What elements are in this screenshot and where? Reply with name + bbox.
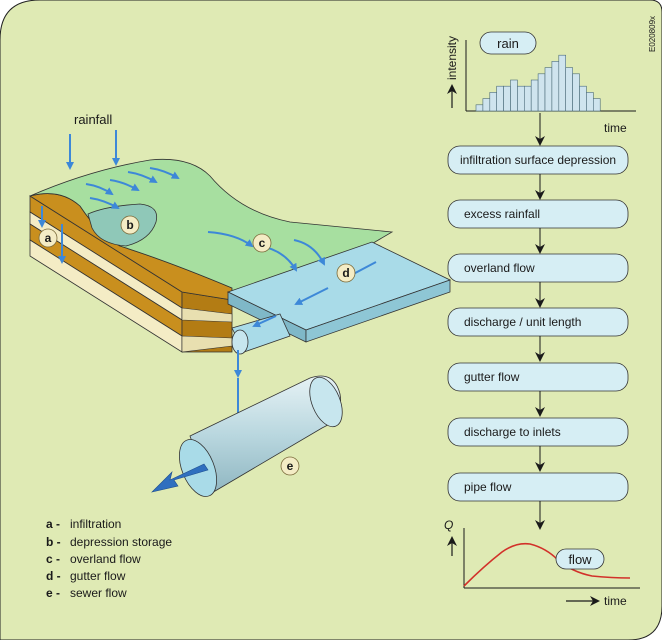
rain-bar [558,54,566,112]
badge-e: e [280,456,300,476]
badge-b: b [120,215,140,235]
rain-pill [479,31,537,55]
rain-bar [537,73,546,112]
legend: a - infiltration b - depression storage … [46,517,172,600]
step-5: gutter flow [447,362,629,392]
rain-bar [482,98,491,112]
legend-key-a: a - [46,517,60,531]
svg-text:gutter flow: gutter flow [464,370,520,384]
rain-bar [544,67,553,112]
legend-text-a: infiltration [70,517,121,531]
rain-bar [510,79,518,112]
rain-chart: intensity time rain [445,31,636,135]
svg-text:discharge / unit length: discharge / unit length [464,315,581,329]
rain-bars [475,54,601,112]
flow-pill-label: flow [568,552,592,567]
rain-bar [517,85,525,112]
ground-surface [29,159,394,301]
rain-bar [565,67,573,112]
rain-bar [523,85,532,112]
svg-text:infiltration surface depressio: infiltration surface depression [460,153,616,167]
flow-steps: infiltration surface depression excess r… [447,113,629,530]
flow-pill [555,548,605,570]
svg-text:excess rainfall: excess rainfall [464,207,540,221]
step-4: discharge / unit length [447,307,629,337]
rain-bar [503,85,511,112]
flow-x-axis-label: time [604,594,627,608]
badge-a: a [38,228,58,248]
hydrograph-curve [463,542,631,587]
legend-text-d: gutter flow [70,569,126,583]
rain-bar [489,92,497,112]
svg-text:b: b [126,218,133,232]
badge-d: d [336,263,356,283]
legend-key-d: d - [46,569,61,583]
svg-text:a: a [45,231,52,245]
step-1: infiltration surface depression [447,145,629,175]
svg-text:pipe flow: pipe flow [464,480,512,494]
rainfall-label: rainfall [74,112,112,127]
step-2: excess rainfall [447,199,629,229]
flow-chart: Q flow time [444,518,640,608]
flow-y-axis-label: Q [444,518,453,532]
svg-text:overland flow: overland flow [464,261,535,275]
sewer-pipe [189,375,341,495]
rain-bar [592,98,601,112]
outflow-arrow [151,463,209,493]
rain-y-axis-label: intensity [445,36,459,80]
rain-bar [572,73,580,112]
rain-bar [586,92,594,112]
svg-text:d: d [342,266,349,280]
svg-text:c: c [259,236,266,250]
rain-bar [475,104,484,112]
document-id: E020809x [648,16,657,52]
rain-bar [579,85,587,112]
step-6: discharge to inlets [447,417,629,447]
rain-bar [530,79,539,112]
rain-bar [551,61,560,112]
legend-text-c: overland flow [70,552,141,566]
legend-text-e: sewer flow [70,586,127,600]
step-7: pipe flow [447,472,629,502]
rain-bar [496,85,504,112]
step-3: overland flow [447,253,629,283]
legend-key-c: c - [46,552,60,566]
catchment-scene: rainfall a b c d e [29,112,452,497]
svg-text:discharge to inlets: discharge to inlets [464,425,561,439]
legend-key-e: e - [46,586,60,600]
svg-text:e: e [287,459,294,473]
badge-c: c [252,233,272,253]
legend-text-b: depression storage [70,535,172,549]
rain-x-axis-label: time [604,121,627,135]
legend-key-b: b - [46,535,61,549]
rain-pill-label: rain [497,36,519,51]
